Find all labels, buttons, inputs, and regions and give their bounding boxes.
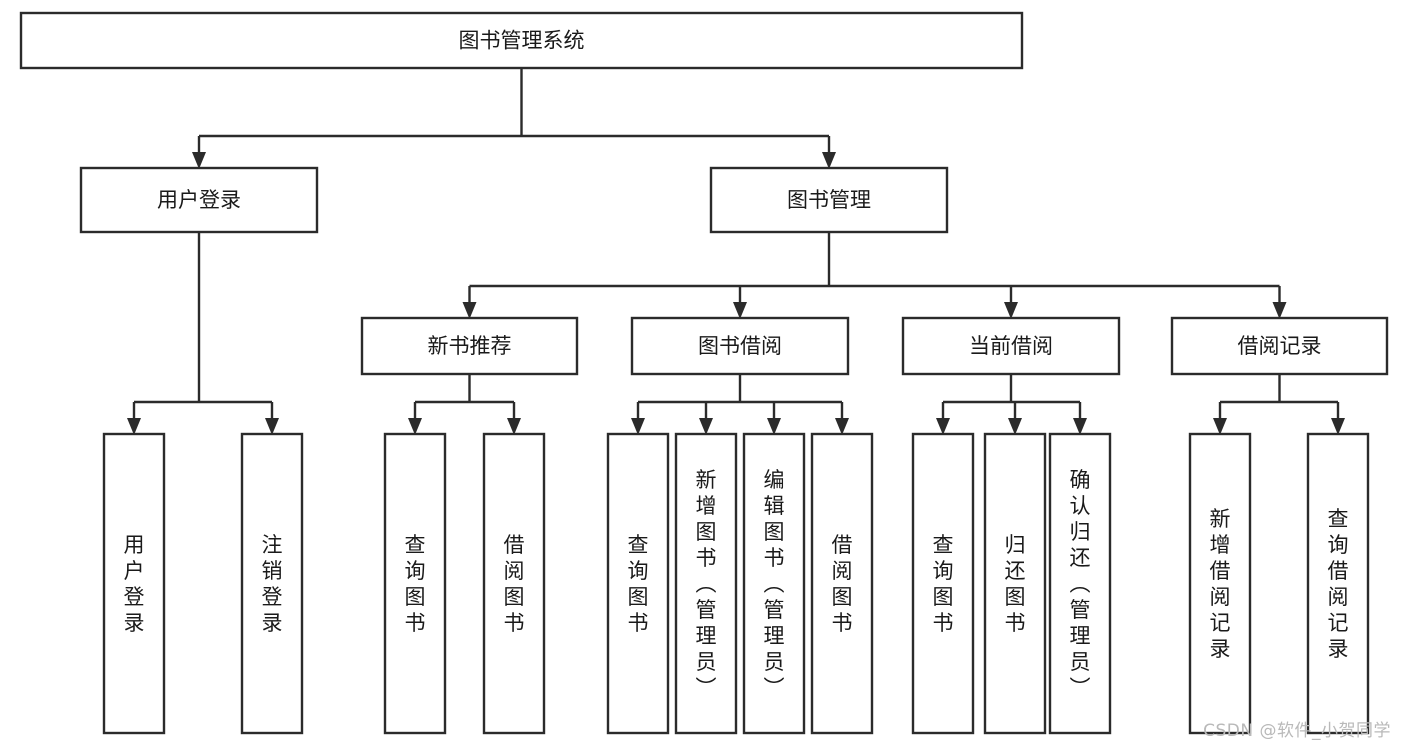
arrow-head-icon [936, 418, 950, 435]
node-label: 用户登录 [124, 533, 145, 635]
csdn-watermark: CSDN @软件_小贺同学 [1203, 721, 1391, 741]
node-label: 编辑图书︵管理员︶ [764, 468, 785, 700]
node-label: 查询图书 [628, 533, 649, 635]
arrow-head-icon [835, 418, 849, 435]
node-leaf-logout[interactable]: 注销登录 [240, 432, 304, 735]
arrow-head-icon [822, 152, 836, 169]
node-box [383, 432, 447, 735]
node-label: 确认归还︵管理员︶ [1070, 468, 1091, 700]
arrow-head-icon [1213, 418, 1227, 435]
node-borrow-record[interactable]: 借阅记录 [1170, 316, 1389, 376]
arrow-head-icon [507, 418, 521, 435]
node-box [1306, 432, 1370, 735]
node-box [810, 432, 874, 735]
node-box [630, 316, 850, 376]
node-label: 用户登录 [157, 188, 241, 212]
node-label: 图书管理 [787, 188, 871, 212]
node-box [482, 432, 546, 735]
arrow-head-icon [408, 418, 422, 435]
node-box [1048, 432, 1112, 735]
node-box [102, 432, 166, 735]
node-label: 借阅图书 [832, 533, 853, 635]
node-leaf-confirm-return[interactable]: 确认归还︵管理员︶ [1048, 432, 1112, 735]
node-box [742, 432, 806, 735]
node-label: 借阅图书 [504, 533, 525, 635]
node-label: 借阅记录 [1238, 334, 1322, 358]
node-box [983, 432, 1047, 735]
arrow-head-icon [1272, 302, 1287, 319]
arrow-head-icon [1008, 418, 1022, 435]
node-box [19, 11, 1024, 70]
node-label: 新书推荐 [428, 334, 512, 358]
arrow-head-icon [767, 418, 781, 435]
node-book-borrow[interactable]: 图书借阅 [630, 316, 850, 376]
node-label: 当前借阅 [969, 334, 1053, 358]
node-leaf-add-record[interactable]: 新增借阅记录 [1188, 432, 1252, 735]
node-box [911, 432, 975, 735]
arrow-head-icon [1004, 302, 1018, 319]
node-box [1188, 432, 1252, 735]
node-leaf-query-book-3[interactable]: 查询图书 [911, 432, 975, 735]
node-leaf-user-login[interactable]: 用户登录 [102, 432, 166, 735]
node-leaf-borrow-book-1[interactable]: 借阅图书 [482, 432, 546, 735]
node-label: 新增借阅记录 [1210, 507, 1231, 661]
connector-layer [127, 68, 1345, 435]
node-user-login[interactable]: 用户登录 [79, 166, 319, 234]
arrow-head-icon [699, 418, 713, 435]
node-box [709, 166, 949, 234]
node-label: 图书借阅 [698, 334, 782, 358]
node-leaf-query-book-1[interactable]: 查询图书 [383, 432, 447, 735]
arrow-head-icon [631, 418, 645, 435]
node-leaf-query-record[interactable]: 查询借阅记录 [1306, 432, 1370, 735]
node-leaf-query-book-2[interactable]: 查询图书 [606, 432, 670, 735]
node-box [240, 432, 304, 735]
node-box [674, 432, 738, 735]
node-box [1170, 316, 1389, 376]
arrow-head-icon [192, 152, 206, 169]
node-box [79, 166, 319, 234]
node-box [360, 316, 579, 376]
node-book-management[interactable]: 图书管理 [709, 166, 949, 234]
arrow-head-icon [1331, 418, 1345, 435]
node-layer: 图书管理系统用户登录图书管理新书推荐图书借阅当前借阅借阅记录用户登录注销登录查询… [19, 11, 1389, 735]
node-current-borrow[interactable]: 当前借阅 [901, 316, 1121, 376]
node-label: 新增图书︵管理员︶ [696, 468, 717, 700]
node-label: 查询借阅记录 [1328, 507, 1349, 661]
node-root[interactable]: 图书管理系统 [19, 11, 1024, 70]
node-label: 查询图书 [405, 533, 426, 635]
arrow-head-icon [462, 302, 477, 319]
node-box [606, 432, 670, 735]
node-leaf-return-book[interactable]: 归还图书 [983, 432, 1047, 735]
node-label: 注销登录 [262, 533, 283, 635]
node-new-book-recommend[interactable]: 新书推荐 [360, 316, 579, 376]
node-leaf-borrow-book-2[interactable]: 借阅图书 [810, 432, 874, 735]
node-box [901, 316, 1121, 376]
node-leaf-edit-book[interactable]: 编辑图书︵管理员︶ [742, 432, 806, 735]
arrow-head-icon [733, 302, 747, 319]
arrow-head-icon [127, 418, 141, 435]
node-label: 查询图书 [933, 533, 954, 635]
node-label: 图书管理系统 [459, 29, 585, 53]
node-leaf-add-book[interactable]: 新增图书︵管理员︶ [674, 432, 738, 735]
arrow-head-icon [1073, 418, 1087, 435]
node-label: 归还图书 [1005, 533, 1026, 635]
arrow-head-icon [265, 418, 279, 435]
